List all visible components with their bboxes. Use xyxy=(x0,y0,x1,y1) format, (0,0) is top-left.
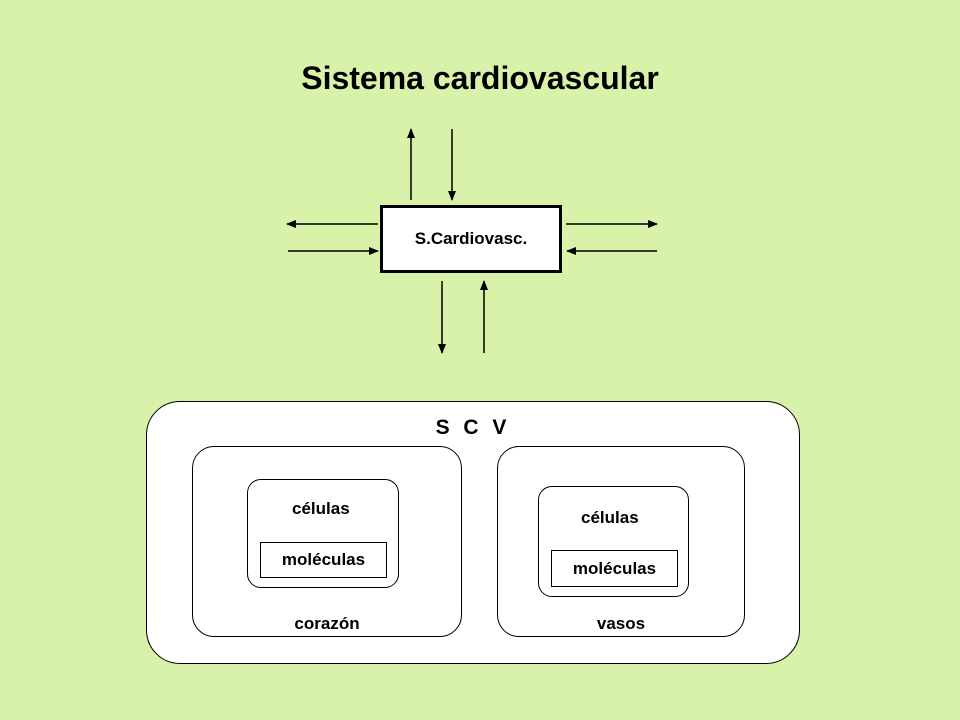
molecule-label-right: moléculas xyxy=(572,558,657,578)
scv-label: S C V xyxy=(435,416,511,439)
molecule-box-left: moléculas xyxy=(260,542,387,578)
molecule-box-right: moléculas xyxy=(551,550,678,587)
system-box: S.Cardiovasc. xyxy=(380,205,562,273)
molecule-label-left: moléculas xyxy=(281,550,366,569)
organ-label-vasos: vasos xyxy=(596,614,646,633)
cell-label-left: células xyxy=(292,499,350,518)
cell-label-right: células xyxy=(581,508,639,527)
system-box-label: S.Cardiovasc. xyxy=(414,229,528,248)
page-title: Sistema cardiovascular xyxy=(301,60,659,96)
organ-label-corazon: corazón xyxy=(294,614,360,633)
